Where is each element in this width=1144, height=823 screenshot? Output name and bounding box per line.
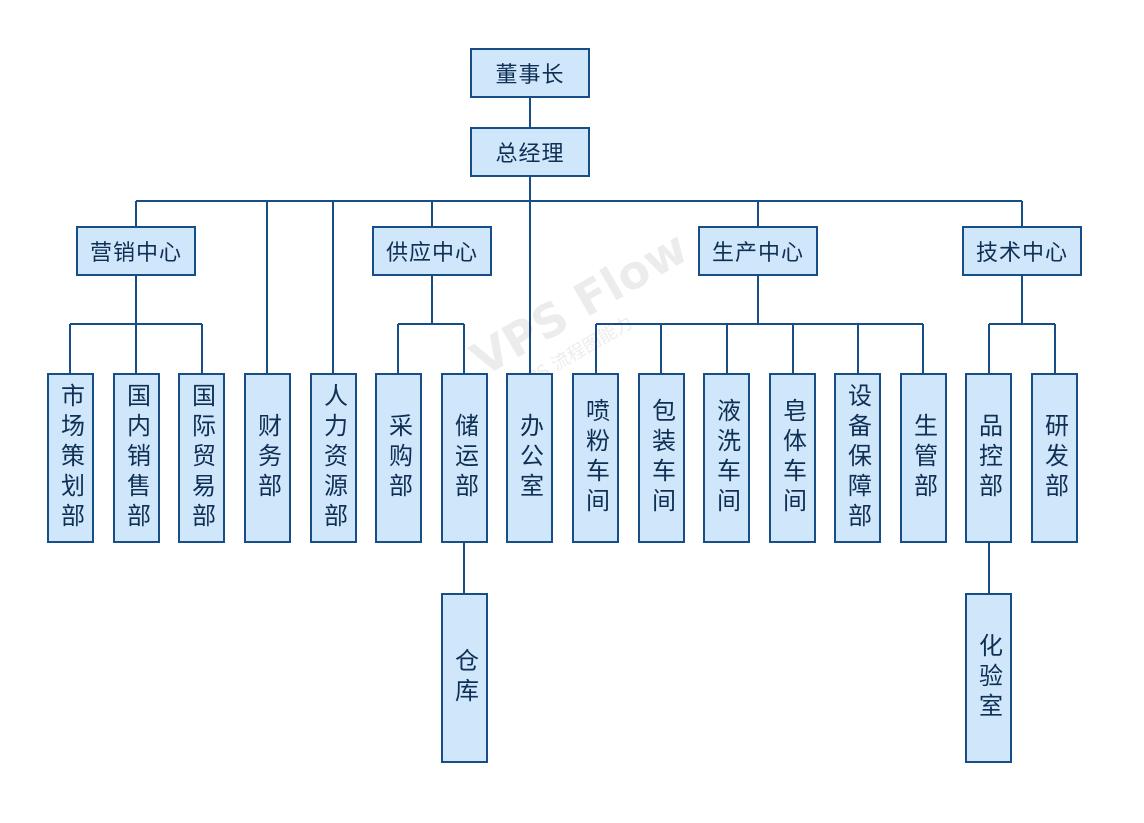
node-storage-transport: 储运部	[441, 373, 488, 543]
node-office: 办公室	[506, 373, 553, 543]
node-packaging-workshop: 包装车间	[638, 373, 685, 543]
node-research-development: 研发部	[1031, 373, 1078, 543]
node-liquid-wash-workshop: 液洗车间	[703, 373, 750, 543]
node-human-resources: 人力资源部	[310, 373, 357, 543]
node-quality-control: 品控部	[965, 373, 1012, 543]
node-domestic-sales: 国内销售部	[113, 373, 160, 543]
node-soap-workshop: 皂体车间	[769, 373, 816, 543]
node-purchasing: 采购部	[375, 373, 422, 543]
node-marketing-center: 营销中心	[76, 226, 196, 276]
node-international-trade: 国际贸易部	[178, 373, 225, 543]
node-finance: 财务部	[244, 373, 291, 543]
node-spray-powder-workshop: 喷粉车间	[572, 373, 619, 543]
node-production-center: 生产中心	[698, 226, 818, 276]
node-chairman: 董事长	[470, 48, 590, 98]
node-supply-center: 供应中心	[372, 226, 492, 276]
node-production-management: 生管部	[900, 373, 947, 543]
node-tech-center: 技术中心	[962, 226, 1082, 276]
node-laboratory: 化验室	[965, 593, 1012, 763]
node-warehouse: 仓库	[441, 593, 488, 763]
node-equipment-support: 设备保障部	[834, 373, 881, 543]
node-general-manager: 总经理	[470, 127, 590, 177]
node-market-planning: 市场策划部	[47, 373, 94, 543]
